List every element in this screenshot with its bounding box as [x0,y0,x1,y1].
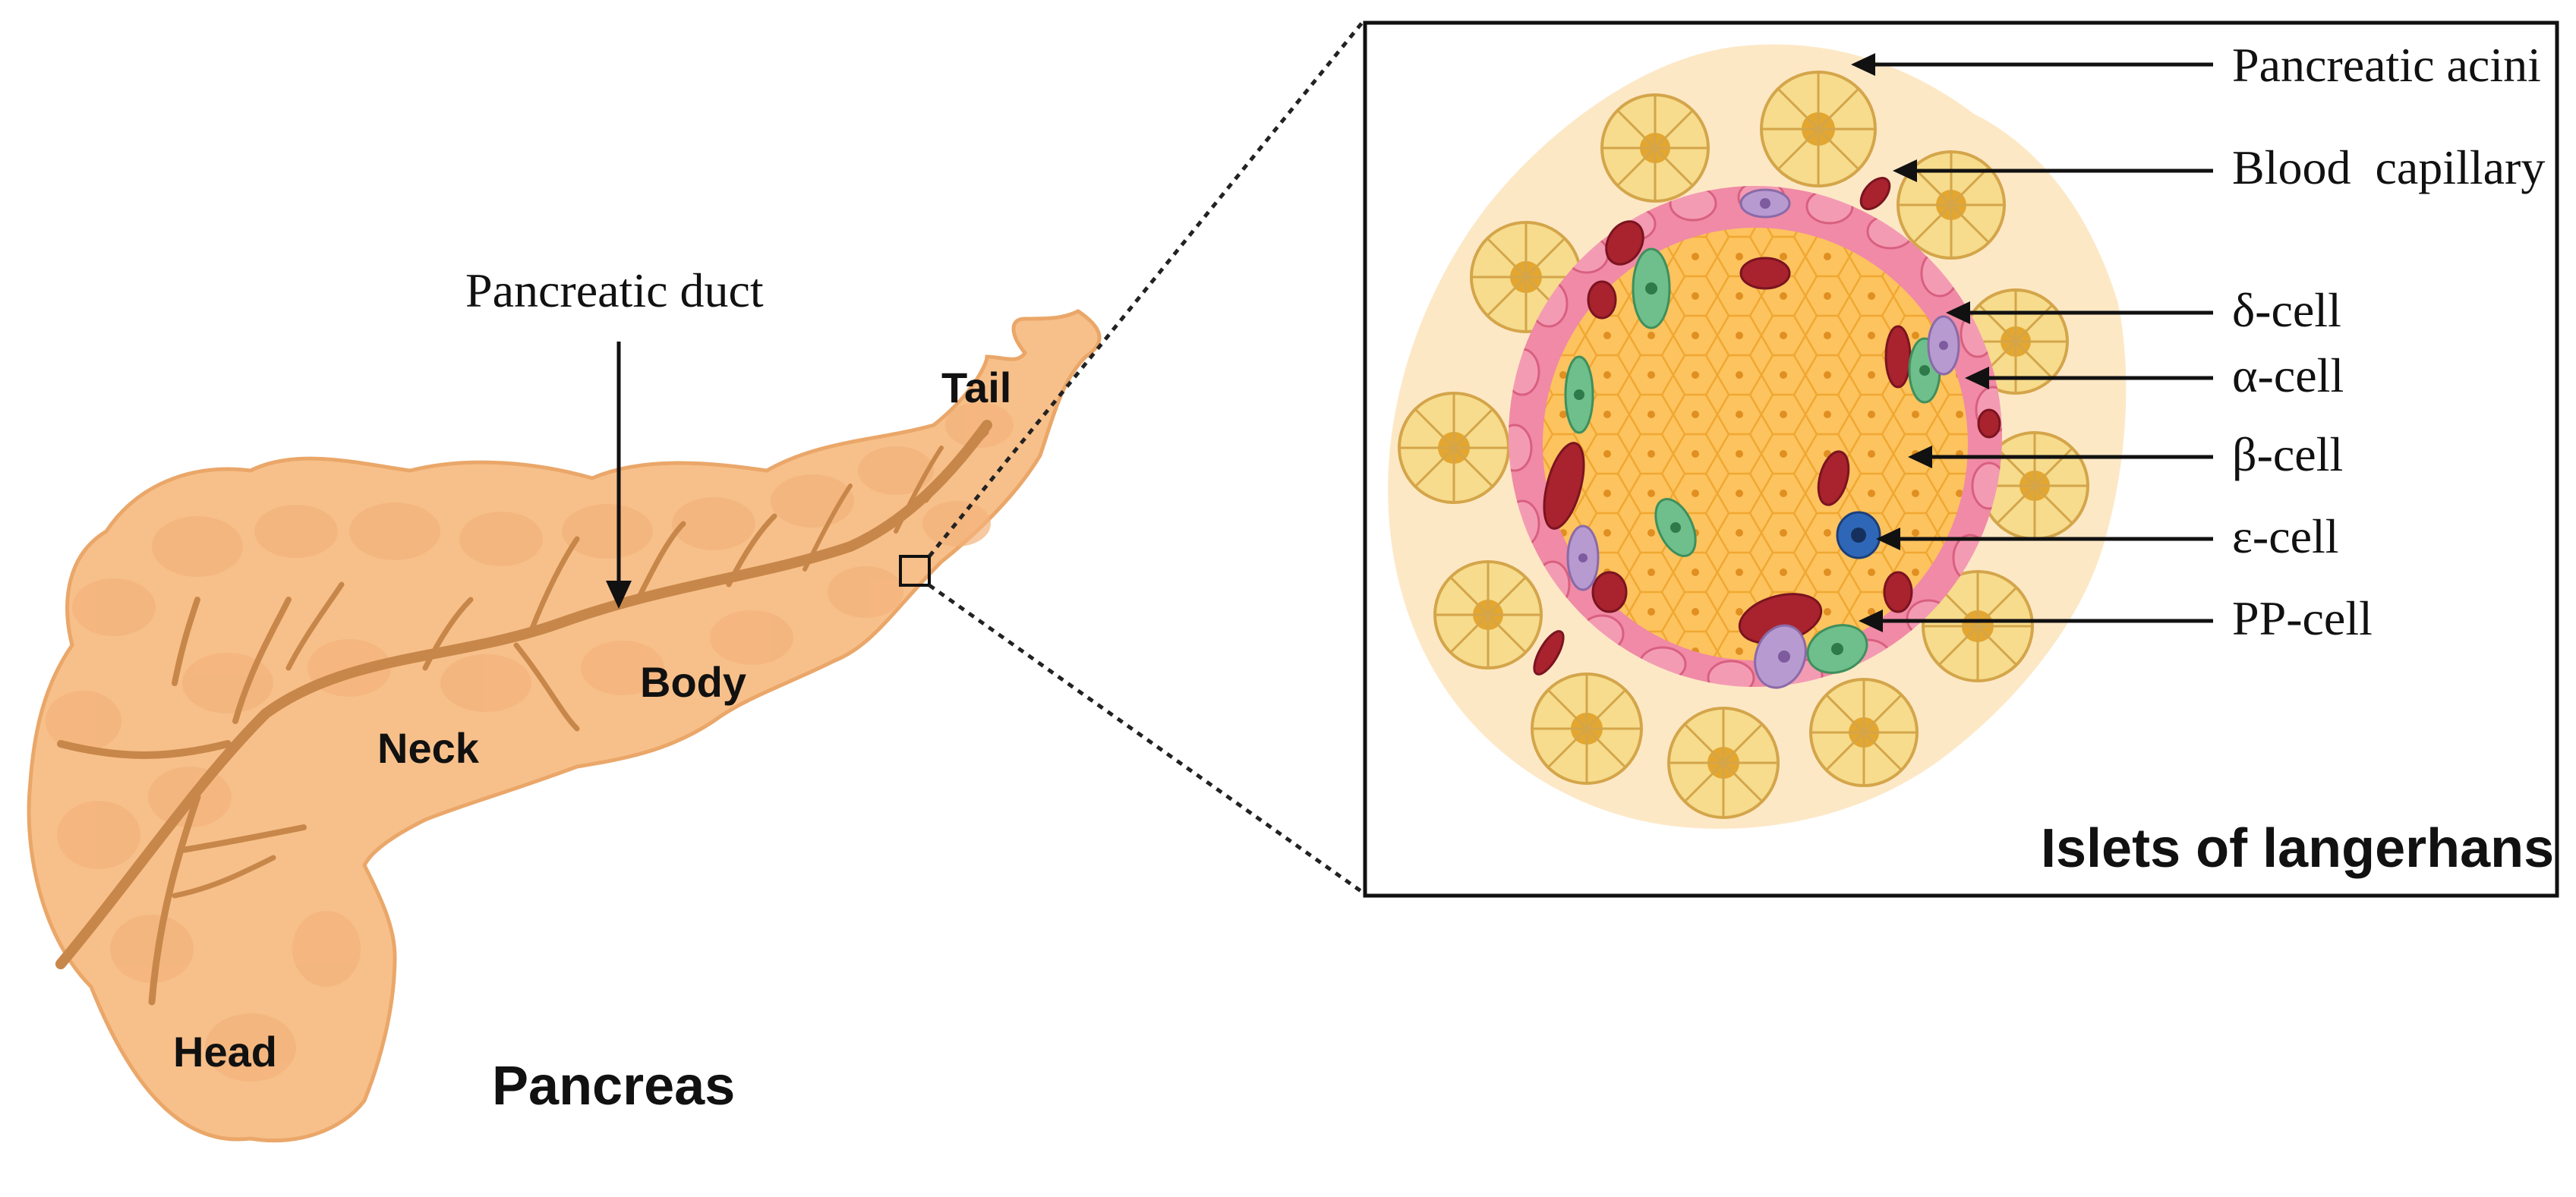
duct-arrow [606,342,632,609]
islet-label-arrows [1851,53,2213,632]
zoom-connector-lines [928,21,1364,894]
acinus [1531,673,1643,785]
label-head: Head [173,1028,277,1076]
pancreas-title: Pancreas [492,1056,735,1117]
acini-group [1398,71,2089,819]
pancreas-lobules [46,402,1014,1082]
label-body: Body [640,658,746,706]
label-beta-cell: β-cell [2232,427,2343,481]
acinus [1922,570,2034,682]
inset-marker-box [899,555,931,587]
pancreatic-duct-tree [55,420,992,1006]
label-pancreatic-duct: Pancreatic duct [465,263,764,317]
acinus [1433,560,1543,669]
label-blood-capillary: Blood capillary [2232,140,2545,194]
pancreas-outline [27,309,1102,1142]
label-neck: Neck [377,724,480,772]
islet-panel-title: Islets of langerhans [2041,818,2554,879]
pancreas-organ [27,309,1102,1142]
label-delta-cell: δ-cell [2232,283,2341,337]
label-pp-cell: PP-cell [2232,591,2373,645]
label-tail: Tail [941,364,1011,411]
label-alpha-cell: α-cell [2232,348,2344,402]
acinus [1398,392,1510,504]
label-pancreatic-acini: Pancreatic acini [2232,38,2541,92]
label-epsilon-cell: ε-cell [2232,509,2339,563]
epsilon-cell [1836,511,1881,559]
acinus [1809,678,1919,787]
acinus [1600,93,1710,203]
acinus [1760,71,1877,187]
islet-illustration [1388,44,2127,829]
acinus [1667,707,1780,819]
